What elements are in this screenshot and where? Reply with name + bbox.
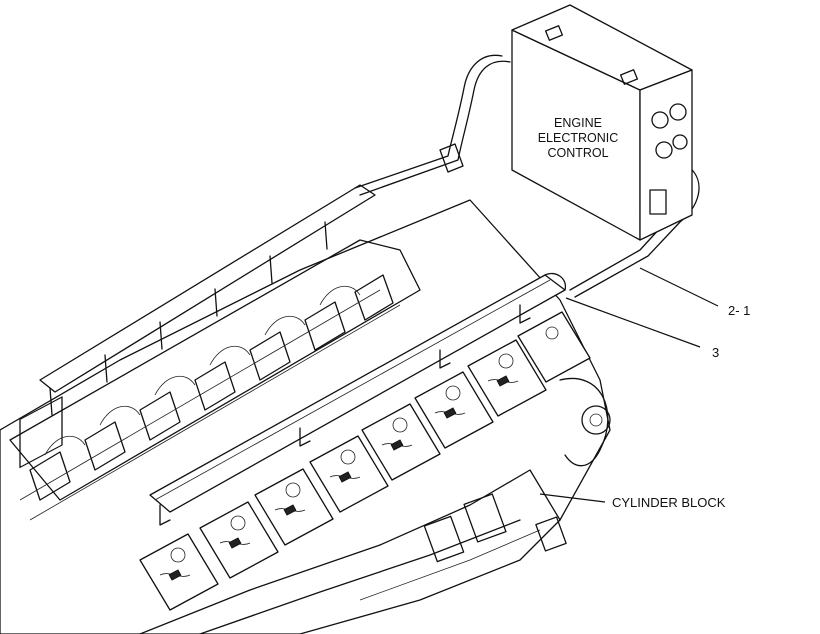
ecm-label-line1: ENGINE — [554, 116, 602, 130]
ecm-label-line3: CONTROL — [547, 146, 608, 160]
leader-block — [539, 493, 606, 503]
ecm-box: ENGINE ELECTRONIC CONTROL — [511, 4, 693, 241]
right-bank-heads — [139, 311, 591, 611]
wiring-conduit — [149, 272, 567, 526]
leader-harness — [639, 267, 719, 307]
ecm-label-line2: ELECTRONIC — [538, 131, 619, 145]
callout-conduit: 3 — [712, 345, 719, 360]
callout-harness: 2- 1 — [728, 303, 750, 318]
leader-conduit — [565, 297, 701, 348]
callout-cylinder-block: CYLINDER BLOCK — [612, 495, 726, 510]
left-bank-heads — [9, 184, 421, 521]
